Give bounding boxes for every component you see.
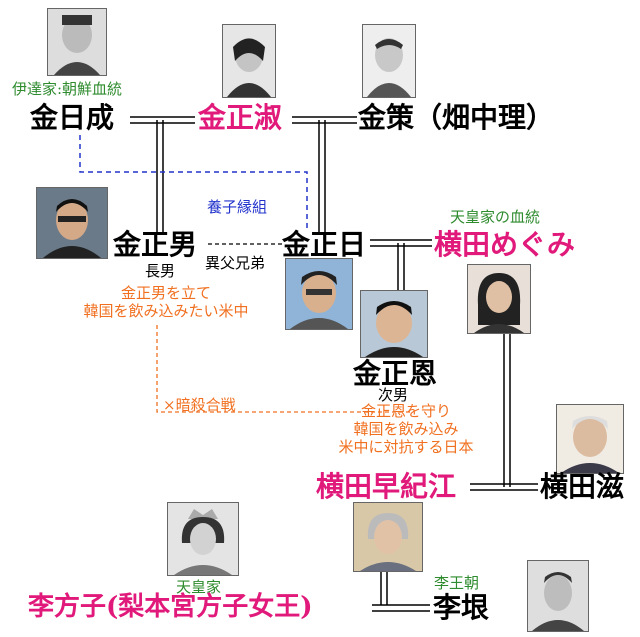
photo-yi-un (527, 560, 589, 632)
photo-shigeru (556, 404, 624, 474)
kim-jong-nam-name: 金正男 (113, 228, 198, 261)
half-brothers-label: 異父兄弟 (205, 254, 266, 272)
japan-annotation: 金正恩を守り 韓国を飲み込み 米中に対抗する日本 (316, 402, 496, 456)
kim-jong-un-name: 金正恩 (353, 357, 438, 390)
imperial-lineage-label: 天皇家の血統 (450, 208, 541, 226)
photo-sakie (353, 502, 423, 572)
second-son-label: 次男 (378, 386, 409, 404)
photo-masako (167, 502, 239, 576)
photo-kim-jong-un (360, 290, 428, 358)
shigeru-name: 横田滋 (540, 470, 625, 503)
kim-jong-il-name: 金正日 (282, 228, 367, 261)
megumi-name: 横田めぐみ (434, 228, 575, 261)
photo-kim-jong-il (285, 258, 353, 330)
japan-line-2: 韓国を飲み込み (353, 420, 459, 438)
us-china-line-2: 韓国を飲み込みたい米中 (83, 302, 249, 320)
eldest-son-label: 長男 (145, 262, 176, 280)
japan-line-1: 金正恩を守り (360, 402, 451, 420)
sakie-name: 横田早紀江 (316, 470, 457, 503)
kim-jong-suk-name: 金正淑 (198, 101, 283, 134)
yi-un-name: 李垠 (433, 591, 490, 624)
kim-chaek-name: 金策（畑中理） (358, 101, 555, 134)
date-lineage-label: 伊達家:朝鮮血統 (12, 80, 123, 98)
yi-dynasty-label: 李王朝 (434, 574, 480, 592)
japan-line-3: 米中に対抗する日本 (338, 438, 474, 456)
photo-megumi (467, 264, 531, 334)
us-china-line-1: 金正男を立て (120, 284, 211, 302)
photo-kim-jong-suk (222, 24, 276, 98)
imperial-family-label: 天皇家 (176, 578, 222, 596)
adoption-label: 養子縁組 (207, 198, 268, 216)
masako-name: 李方子(梨本宮方子女王) (28, 592, 313, 622)
photo-kim-chaek (362, 24, 416, 98)
kim-il-sung-name: 金日成 (30, 101, 115, 134)
photo-kim-jong-nam (36, 187, 108, 259)
photo-kim-il-sung (47, 8, 107, 76)
assassination-label: ×暗殺合戦 (163, 396, 236, 414)
us-china-annotation: 金正男を立て 韓国を飲み込みたい米中 (66, 284, 266, 320)
